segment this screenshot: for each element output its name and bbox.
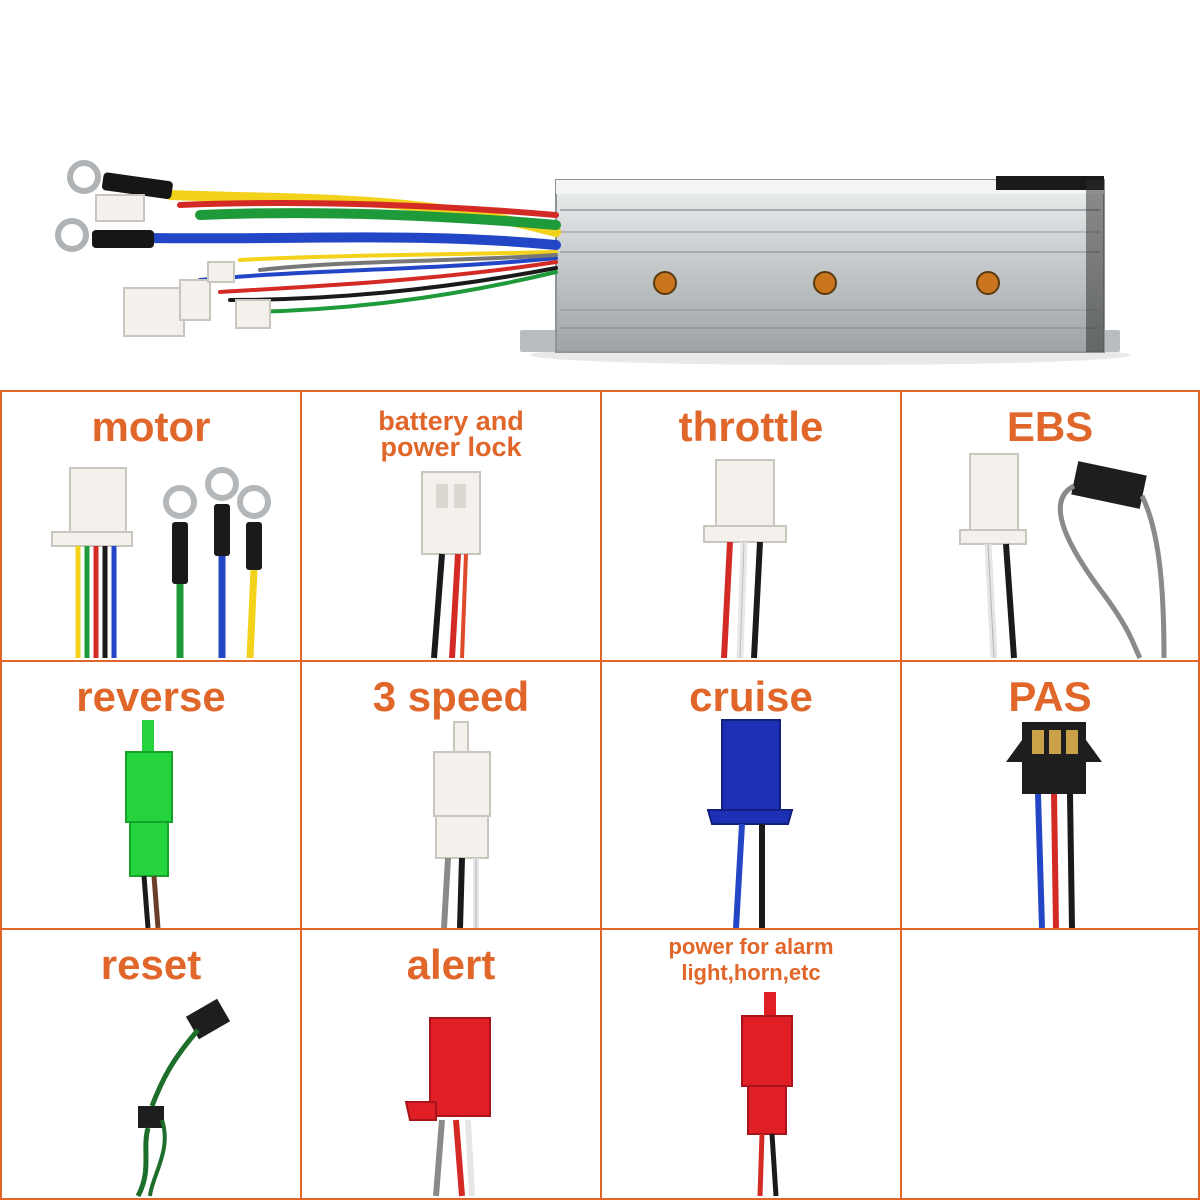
pas-connector-art: [1006, 722, 1102, 928]
label-ebs: EBS: [1006, 403, 1094, 450]
label-reverse: reverse: [76, 673, 226, 720]
cell-reverse: reverse: [0, 660, 302, 930]
phase-terminals: [163, 467, 271, 659]
label-cruise: cruise: [689, 673, 813, 720]
product-photo: [0, 0, 1200, 390]
battery-connector-art: [421, 471, 481, 659]
controller-case: [520, 176, 1120, 353]
label-motor: motor: [91, 403, 211, 450]
hall-connector: [51, 467, 133, 658]
motor-connector-art: [51, 467, 271, 659]
cruise-connector-art: [706, 719, 794, 928]
white-plugs: [95, 194, 271, 337]
speed-connector-art: [433, 721, 491, 928]
connector-grid: motor: [0, 390, 1200, 1200]
cell-motor: motor: [0, 390, 302, 662]
controller-illustration: [55, 160, 1130, 365]
wire-bundle: [145, 190, 561, 314]
cell-speed: 3 speed: [300, 660, 602, 930]
cell-cruise: cruise: [600, 660, 902, 930]
cell-empty: [900, 928, 1200, 1200]
ebs-connector-art: [959, 453, 1167, 660]
alarm-connector-art: [741, 992, 793, 1197]
label-alert: alert: [406, 941, 496, 988]
cell-alarm: power for alarm light,horn,etc: [600, 928, 902, 1200]
label-throttle: throttle: [678, 403, 824, 450]
cell-alert: alert: [300, 928, 602, 1200]
throttle-connector-art: [703, 459, 787, 659]
cell-reset: reset: [0, 928, 302, 1200]
cell-pas: PAS: [900, 660, 1200, 930]
cell-throttle: throttle: [600, 390, 902, 662]
label-alarm: power for alarm light,horn,etc: [668, 934, 834, 985]
cell-battery: battery and power lock: [300, 390, 602, 662]
label-speed: 3 speed: [372, 673, 530, 720]
reset-connector-art: [135, 998, 231, 1198]
label-battery: battery and power lock: [378, 406, 524, 462]
label-pas: PAS: [1008, 673, 1092, 720]
ring-terminals: [55, 160, 173, 252]
reverse-connector-art: [125, 720, 173, 928]
alert-connector-art: [404, 1017, 491, 1197]
cell-ebs: EBS: [900, 390, 1200, 662]
label-reset: reset: [100, 941, 202, 988]
